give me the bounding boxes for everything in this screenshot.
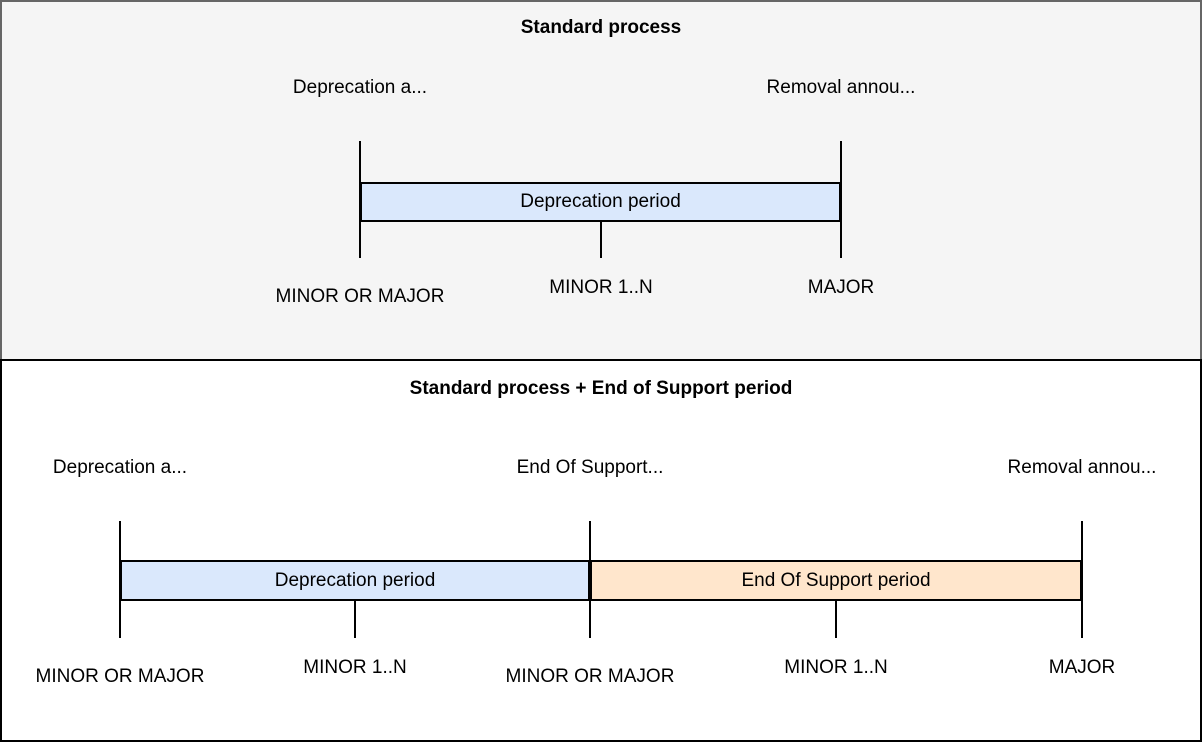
tick-label-minor-1n: MINOR 1..N [549,277,653,298]
standard-process-title: Standard process [520,17,682,38]
timeline-subtick-line [600,220,602,258]
end-of-support-period-bar-label: End Of Support period [741,569,931,591]
standard-process-panel [0,0,1202,361]
tick-label-minor-1n: MINOR 1..N [303,657,407,678]
standard-process-eos-panel [0,359,1202,742]
milestone-label-deprecation-announcement: Deprecation a... [52,457,188,478]
milestone-label-end-of-support: End Of Support... [516,457,664,478]
tick-label-minor-or-major: MINOR OR MAJOR [35,666,205,687]
timeline-tick-line [840,141,842,258]
deprecation-period-bar: Deprecation period [360,182,841,222]
milestone-label-removal-announcement: Removal annou... [766,77,916,98]
deprecation-period-bar-label: Deprecation period [274,569,436,591]
tick-label-major: MAJOR [807,277,875,298]
milestone-label-deprecation-announcement: Deprecation a... [292,77,428,98]
tick-label-major: MAJOR [1048,657,1116,678]
deprecation-period-bar: Deprecation period [120,560,590,601]
end-of-support-period-bar: End Of Support period [590,560,1082,601]
milestone-label-removal-announcement: Removal annou... [1007,457,1157,478]
tick-label-minor-1n: MINOR 1..N [784,657,888,678]
standard-process-eos-title: Standard process + End of Support period [409,378,793,399]
tick-label-minor-or-major: MINOR OR MAJOR [275,286,445,307]
timeline-subtick-line [354,599,356,638]
tick-label-minor-or-major: MINOR OR MAJOR [505,666,675,687]
timeline-tick-line [1081,521,1083,638]
timeline-subtick-line [835,599,837,638]
deprecation-period-bar-label: Deprecation period [520,191,681,212]
